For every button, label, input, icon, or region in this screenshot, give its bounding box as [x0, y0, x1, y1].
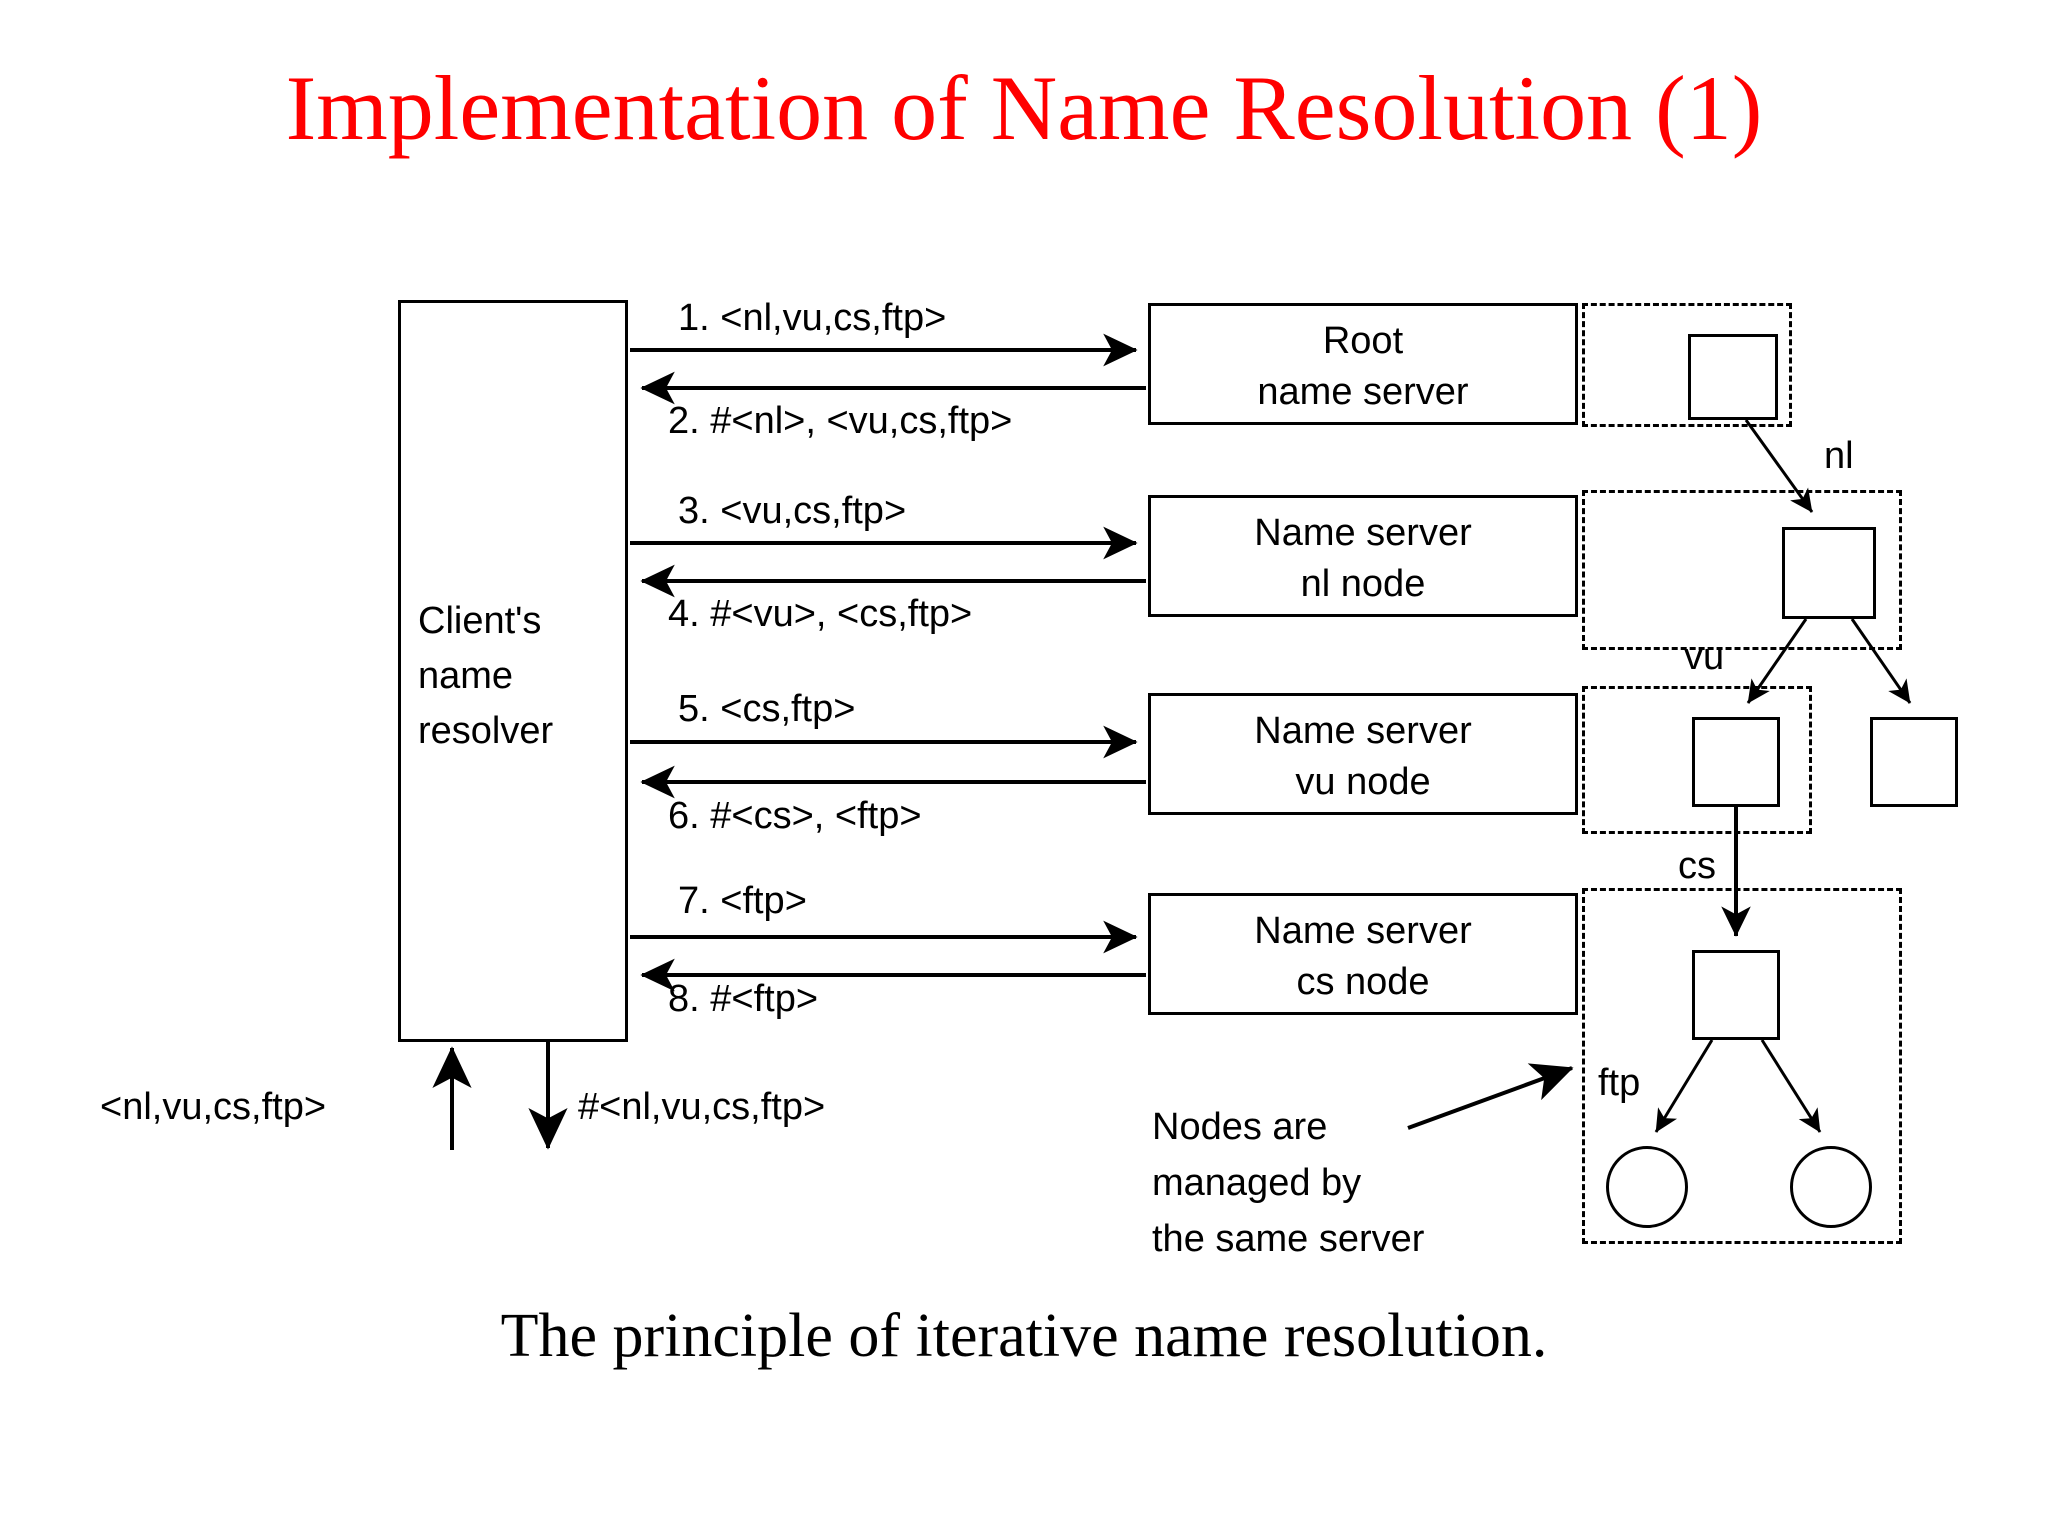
- message-label-8: 8. #<ftp>: [668, 978, 819, 1020]
- client-resolver-label-line2: name: [418, 655, 514, 697]
- client-request-label: <nl,vu,cs,ftp>: [100, 1086, 327, 1128]
- message-label-5: 5. <cs,ftp>: [678, 688, 856, 730]
- zone-nl: [1582, 490, 1902, 650]
- message-label-1: 1. <nl,vu,cs,ftp>: [678, 297, 947, 339]
- tree-node-cs: [1692, 950, 1780, 1040]
- cs-name-server-box: [1148, 893, 1578, 1015]
- nl-name-server-label-line2: nl node: [1300, 563, 1426, 605]
- vu-name-server-label-line2: vu node: [1295, 761, 1431, 803]
- tree-edge-label-cs: cs: [1678, 845, 1716, 887]
- tree-node-root: [1688, 334, 1778, 420]
- zone-cs: [1582, 888, 1902, 1244]
- nl-name-server-box: [1148, 495, 1578, 617]
- message-label-3: 3. <vu,cs,ftp>: [678, 490, 907, 532]
- annotation-line2: managed by: [1152, 1162, 1362, 1204]
- tree-node-nl: [1782, 527, 1876, 619]
- client-resolver-label-line1: Client's: [418, 600, 542, 642]
- nl-name-server-label-line1: Name server: [1254, 512, 1472, 554]
- root-name-server-box: [1148, 303, 1578, 425]
- zone-vu: [1582, 686, 1812, 834]
- cs-name-server-label-line1: Name server: [1254, 910, 1472, 952]
- tree-leaf-ftp-right: [1790, 1146, 1872, 1228]
- message-label-7: 7. <ftp>: [678, 880, 807, 922]
- annotation-line3: the same server: [1152, 1218, 1425, 1260]
- tree-node-sibling: [1870, 717, 1958, 807]
- vu-name-server-box: [1148, 693, 1578, 815]
- root-name-server-label-line2: name server: [1257, 371, 1469, 413]
- message-label-2: 2. #<nl>, <vu,cs,ftp>: [668, 400, 1013, 442]
- client-resolver-box: [398, 300, 628, 1042]
- vu-name-server-label-line1: Name server: [1254, 710, 1472, 752]
- tree-edge-label-ftp: ftp: [1598, 1062, 1641, 1104]
- client-resolver-label-line3: resolver: [418, 710, 554, 752]
- cs-name-server-label-line2: cs node: [1296, 961, 1430, 1003]
- message-label-4: 4. #<vu>, <cs,ftp>: [668, 593, 973, 635]
- slide-caption: The principle of iterative name resoluti…: [500, 1302, 1548, 1370]
- message-label-6: 6. #<cs>, <ftp>: [668, 795, 922, 837]
- tree-edge-label-vu: vu: [1684, 636, 1725, 678]
- zone-root: [1582, 303, 1792, 427]
- tree-leaf-ftp-left: [1606, 1146, 1688, 1228]
- tree-edge-label-nl: nl: [1824, 435, 1854, 477]
- client-response-label: #<nl,vu,cs,ftp>: [578, 1086, 826, 1128]
- annotation-line1: Nodes are: [1152, 1106, 1328, 1148]
- root-name-server-label-line1: Root: [1322, 320, 1404, 362]
- page-title: Implementation of Name Resolution (1): [285, 57, 1763, 159]
- tree-node-vu: [1692, 717, 1780, 807]
